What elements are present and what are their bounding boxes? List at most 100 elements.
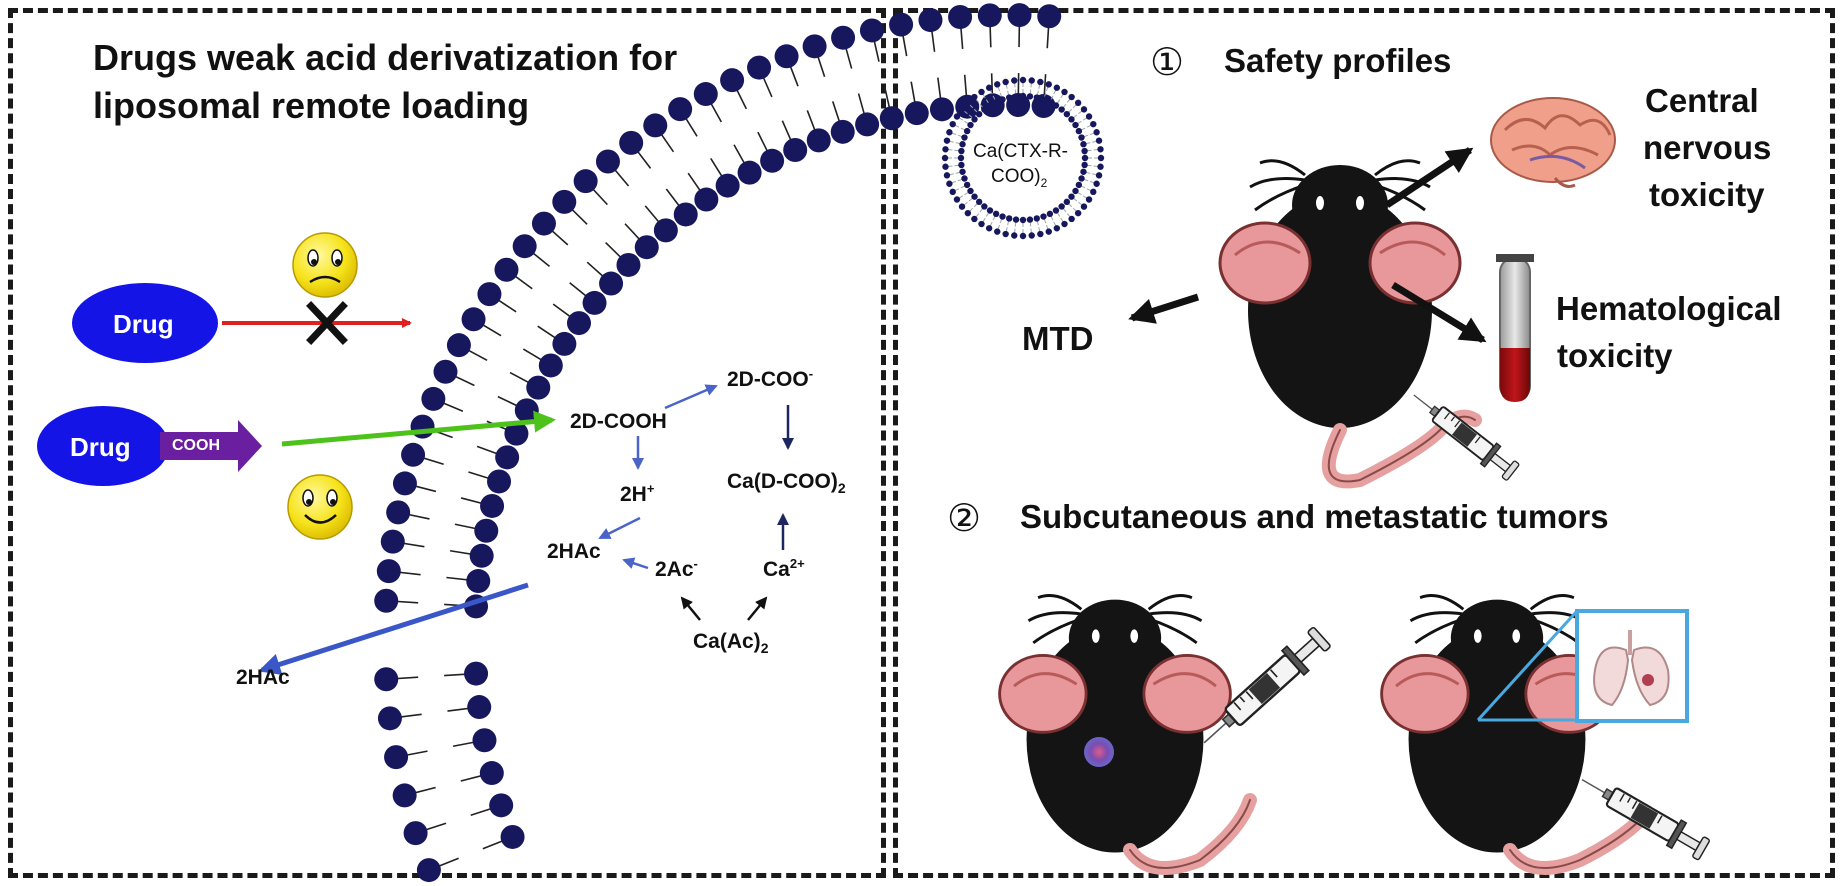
lipid-head-inner	[487, 469, 512, 494]
lipid-head-inner	[538, 353, 563, 378]
lung-icon	[1476, 609, 1689, 723]
section2-title: Subcutaneous and metastatic tumors	[1020, 498, 1609, 535]
lipid-head-outer	[410, 414, 435, 439]
lipid-head-inner	[474, 518, 499, 543]
lipid-head-inner	[464, 661, 489, 686]
liposome-membrane	[374, 3, 1062, 883]
lipid-head-inner	[673, 202, 698, 227]
lipid-head-outer	[552, 189, 577, 214]
lipid-head-inner	[467, 695, 492, 720]
lipid-head-inner	[504, 421, 529, 446]
cooh-arrow	[160, 420, 262, 472]
lipid-head-outer	[531, 211, 556, 236]
lipid-head-inner	[879, 106, 904, 131]
lipid-head-outer	[668, 97, 693, 122]
species-ca-ac: Ca(Ac)2	[693, 630, 769, 657]
lipid-head-outer	[494, 257, 519, 282]
cns-label-1: Central	[1645, 82, 1759, 119]
drug-blob-2	[37, 406, 169, 486]
lipid-head-outer	[477, 282, 502, 307]
hac-efflux-arrow	[258, 582, 529, 675]
lipid-head-inner	[715, 173, 740, 198]
lipid-head-outer	[802, 34, 827, 59]
lipid-head-inner	[806, 128, 831, 153]
lipid-head-outer	[433, 359, 458, 384]
lipid-head-outer	[446, 333, 471, 358]
species-ac: 2Ac-	[655, 556, 698, 581]
lipid-head-inner	[760, 148, 785, 173]
lipid-head-inner	[737, 160, 762, 185]
lipid-head-outer	[421, 386, 446, 411]
lipid-head-inner	[526, 375, 551, 400]
lipid-head-inner	[1006, 93, 1031, 118]
mtd-label: MTD	[1022, 320, 1094, 357]
sad-face-icon	[292, 232, 358, 298]
lipid-head-inner	[582, 290, 607, 315]
hema-label-1: Hematological	[1556, 290, 1782, 327]
lipid-head-outer	[377, 706, 402, 731]
lipid-head-inner	[783, 138, 808, 163]
left-title-line1: Drugs weak acid derivatization for	[93, 37, 678, 78]
lipid-head-inner	[489, 793, 514, 818]
lipid-head-outer	[461, 307, 486, 332]
lipid-head-outer	[573, 169, 598, 194]
lipid-head-outer	[643, 113, 668, 138]
mtd-arrow	[1128, 293, 1200, 324]
left-panel	[8, 8, 886, 878]
happy-face-icon	[287, 474, 353, 540]
lipid-head-inner	[929, 97, 954, 122]
lipid-head-outer	[374, 588, 399, 613]
lipid-head-inner	[552, 331, 577, 356]
lipid-head-inner	[830, 119, 855, 144]
lipid-head-outer	[380, 529, 405, 554]
liposome-label-line1: Ca(CTX-R-	[973, 141, 1068, 162]
lipid-head-inner	[514, 398, 539, 423]
section1-title: Safety profiles	[1224, 42, 1452, 79]
section2-marker: ②	[947, 498, 982, 540]
cns-label-3: toxicity	[1649, 176, 1765, 213]
lipid-head-inner	[653, 218, 678, 243]
species-d-cooh: 2D-COOH	[570, 410, 667, 433]
blood-tube-icon	[1496, 254, 1534, 402]
lipid-head-inner	[599, 271, 624, 296]
lipid-head-outer	[977, 3, 1002, 28]
mouse-icon-subcutaneous	[998, 594, 1232, 854]
lipid-head-inner	[500, 824, 525, 849]
lipid-head-inner	[855, 112, 880, 137]
liposome-icon	[941, 76, 1105, 240]
species-ca: Ca2+	[763, 556, 805, 581]
lipid-head-inner	[904, 101, 929, 126]
lipid-head-inner	[469, 543, 494, 568]
lipid-head-outer	[889, 12, 914, 37]
lipid-head-outer	[1007, 3, 1032, 28]
lipid-head-outer	[401, 442, 426, 467]
lipid-head-outer	[376, 559, 401, 584]
lipid-head-outer	[619, 130, 644, 155]
cns-arrow	[1385, 147, 1474, 208]
syringe-icon-safety	[1404, 383, 1523, 484]
lipid-head-outer	[747, 55, 772, 80]
lipid-head-inner	[466, 569, 491, 594]
lipid-head-inner	[955, 94, 980, 119]
species-hac-inner: 2HAc	[547, 540, 601, 563]
lipid-head-outer	[693, 82, 718, 107]
species-d-coo: 2D-COO-	[727, 366, 814, 391]
lipid-head-outer	[918, 8, 943, 33]
lipid-head-outer	[384, 745, 409, 770]
lipid-head-inner	[634, 235, 659, 260]
lipid-head-outer	[831, 25, 856, 50]
lipid-head-outer	[403, 821, 428, 846]
lipid-head-outer	[774, 44, 799, 69]
lipid-head-inner	[566, 311, 591, 336]
lipid-head-inner	[480, 493, 505, 518]
lipid-head-outer	[1037, 4, 1062, 29]
drug-label-1: Drug	[113, 309, 174, 339]
cross-icon	[306, 301, 348, 345]
drug-label-2: Drug	[70, 432, 131, 462]
lipid-head-outer	[512, 234, 537, 259]
lipid-head-outer	[595, 149, 620, 174]
lipid-head-outer	[392, 471, 417, 496]
lipid-head-inner	[479, 761, 504, 786]
species-h: 2H+	[620, 481, 655, 506]
species-hac-outer: 2HAc	[236, 666, 290, 689]
